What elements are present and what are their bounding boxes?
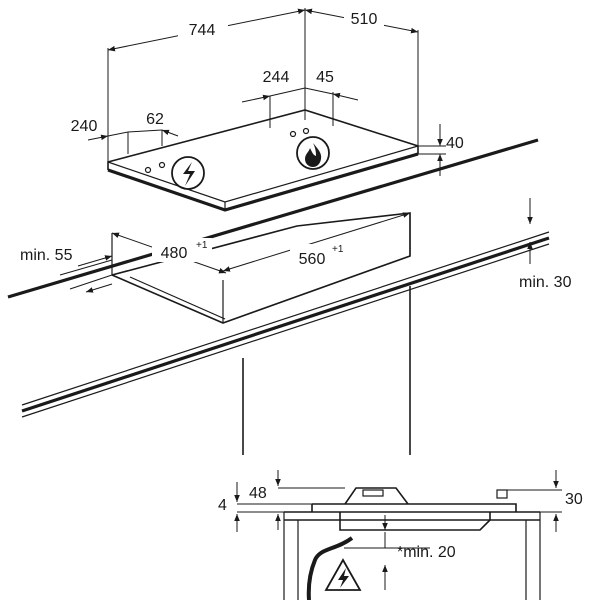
dim-240-label: 240 — [71, 118, 98, 135]
section-view: *min. 20 4 48 30 — [218, 470, 583, 600]
dim-510-label: 510 — [351, 11, 378, 28]
dim-48-label: 48 — [249, 485, 267, 502]
dim-480-label: 480 — [161, 245, 188, 262]
control-knob — [302, 127, 310, 135]
dim-30-label: 30 — [565, 491, 583, 508]
hob-top-surface-edge — [107, 145, 419, 203]
gas-flame-icon — [296, 136, 330, 170]
electric-hazard-icon — [171, 156, 205, 190]
control-knob — [289, 130, 297, 138]
hob-section-body — [339, 512, 491, 531]
hob-section-top — [312, 503, 517, 512]
dim-560-tolerance: +1 — [332, 244, 344, 255]
dim-min20-label: *min. 20 — [397, 544, 456, 561]
worktop-cutout-view: 480 +1 560 +1 min. 55 min. 30 — [7, 138, 572, 455]
control-knob-section — [496, 489, 508, 499]
dim-244-label: 244 — [263, 69, 290, 86]
hob-top-view: 744 510 244 45 240 62 40 — [71, 8, 464, 212]
cutout-opening — [111, 212, 411, 324]
dim-min30-label: min. 30 — [519, 274, 572, 291]
control-knob — [144, 166, 152, 174]
dim-min55-label: min. 55 — [20, 247, 73, 264]
control-knob — [158, 161, 166, 169]
dim-40-label: 40 — [446, 135, 464, 152]
dim-560-label: 560 — [299, 251, 326, 268]
dim-744-label: 744 — [189, 22, 216, 39]
dim-480-tolerance: +1 — [196, 240, 208, 251]
hob-front-edge — [107, 152, 419, 212]
dim-4-label: 4 — [218, 497, 227, 514]
worktop-front-edge — [21, 236, 550, 413]
dim-45-label: 45 — [316, 69, 334, 86]
dim-62-label: 62 — [146, 111, 164, 128]
warning-triangle-icon — [324, 558, 362, 591]
burner-section — [344, 487, 409, 505]
